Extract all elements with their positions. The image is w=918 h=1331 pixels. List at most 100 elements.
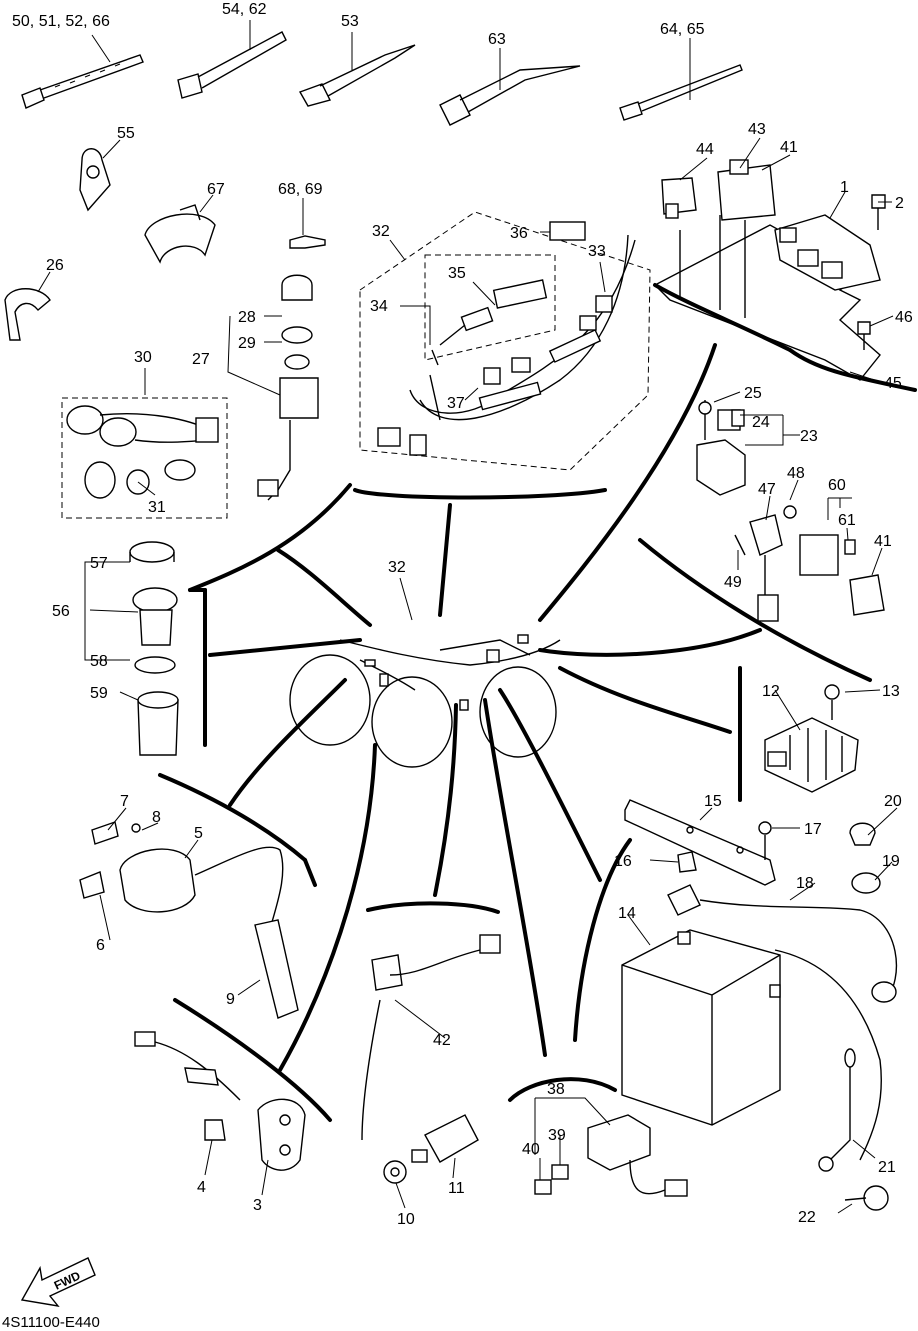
callout-45: 45	[884, 375, 902, 392]
callout-47: 47	[758, 481, 776, 498]
fwd-arrow: FWD	[20, 1257, 96, 1307]
neutral-switch-11	[411, 1114, 479, 1163]
callout-53: 53	[341, 13, 359, 30]
callout-6: 6	[96, 937, 105, 954]
bolt-20	[849, 822, 881, 894]
leader-lines	[37, 20, 898, 1214]
callout-63: 63	[488, 31, 506, 48]
relay-43-41	[717, 159, 776, 221]
callout-27: 27	[192, 351, 210, 368]
cdi-unit-1	[774, 214, 881, 291]
battery-cable-18	[667, 884, 897, 1003]
callout-22: 22	[798, 1209, 816, 1226]
callout-44: 44	[696, 141, 714, 158]
bolt-17	[758, 821, 772, 860]
callout-67: 67	[207, 181, 225, 198]
sub-lead-box	[424, 254, 556, 361]
callout-34: 34	[370, 298, 388, 315]
callout-12: 12	[762, 683, 780, 700]
relay-41-lower	[849, 574, 885, 616]
callout-7: 7	[120, 793, 129, 810]
callout-10: 10	[397, 1211, 415, 1228]
socket-56	[129, 541, 179, 756]
wire-harness-box	[359, 211, 651, 471]
relay-44	[661, 177, 697, 219]
rectifier-12	[764, 684, 859, 793]
bolt-46	[857, 321, 871, 350]
cable-tie-50	[21, 54, 144, 109]
relay-38	[534, 1114, 688, 1197]
callout-2: 2	[895, 195, 904, 212]
callout-49: 49	[724, 574, 742, 591]
callout-54-62: 54, 62	[222, 1, 267, 18]
callout-36: 36	[510, 225, 528, 242]
callout-11: 11	[448, 1180, 465, 1197]
callout-60: 60	[828, 477, 846, 494]
callout-39: 39	[548, 1127, 566, 1144]
callout-4: 4	[197, 1179, 206, 1196]
callout-42: 42	[433, 1032, 451, 1049]
bulb-set-30	[66, 405, 219, 499]
callout-29: 29	[238, 335, 256, 352]
callout-57: 57	[90, 555, 108, 572]
callout-5: 5	[194, 825, 203, 842]
callout-41-top: 41	[780, 139, 798, 156]
battery-band-15	[624, 799, 776, 886]
washer-10	[383, 1160, 407, 1184]
headlight-assembly	[289, 634, 561, 768]
bolt-22	[844, 1185, 889, 1211]
callout-30: 30	[134, 349, 152, 366]
callout-40: 40	[522, 1141, 540, 1158]
callout-13: 13	[882, 683, 900, 700]
bolt-2	[871, 194, 886, 230]
relay-47	[734, 505, 797, 622]
clamp-67	[144, 204, 216, 264]
callout-55: 55	[117, 125, 135, 142]
callout-33: 33	[588, 243, 606, 260]
callout-28: 28	[238, 309, 256, 326]
cable-band-63	[439, 65, 581, 126]
callout-20: 20	[884, 793, 902, 810]
callout-68-69: 68, 69	[278, 181, 323, 198]
callout-50-51-52-66: 50, 51, 52, 66	[12, 13, 110, 30]
callout-24: 24	[752, 414, 770, 431]
callout-32-headlight: 32	[388, 559, 406, 576]
minus-lead-21	[818, 1048, 856, 1172]
cable-tie-64	[619, 64, 743, 121]
callout-9: 9	[226, 991, 235, 1008]
callout-15: 15	[704, 793, 722, 810]
bulb-assembly-box	[61, 397, 228, 519]
callout-43: 43	[748, 121, 766, 138]
callout-38: 38	[547, 1081, 565, 1098]
callout-14: 14	[618, 905, 636, 922]
callout-58: 58	[90, 653, 108, 670]
fuse-box-60	[799, 534, 856, 576]
callout-46: 46	[895, 309, 913, 326]
callout-59: 59	[90, 685, 108, 702]
callout-32-harness: 32	[372, 223, 390, 240]
callout-37: 37	[447, 395, 465, 412]
callout-21: 21	[878, 1159, 896, 1176]
starter-relay-23	[696, 400, 746, 496]
damper-16	[677, 851, 697, 873]
cable-tie-54	[177, 31, 287, 99]
ignition-coil-5	[79, 821, 299, 1019]
callout-17: 17	[804, 821, 822, 838]
fuse-24	[731, 409, 745, 427]
callout-41-lower: 41	[874, 533, 892, 550]
callout-23: 23	[800, 428, 818, 445]
callout-31: 31	[148, 499, 166, 516]
callout-56: 56	[52, 603, 70, 620]
callout-labels: 50, 51, 52, 66 54, 62 53 63 64, 65 55 67…	[12, 1, 913, 1228]
callout-8: 8	[152, 809, 161, 826]
guide-lines	[158, 283, 917, 1122]
cable-band-53	[298, 44, 416, 107]
callout-3: 3	[253, 1197, 262, 1214]
wire-harness-32	[377, 221, 636, 456]
callout-19: 19	[882, 853, 900, 870]
clip-55	[79, 148, 111, 212]
callout-1: 1	[840, 179, 849, 196]
callout-35: 35	[448, 265, 466, 282]
